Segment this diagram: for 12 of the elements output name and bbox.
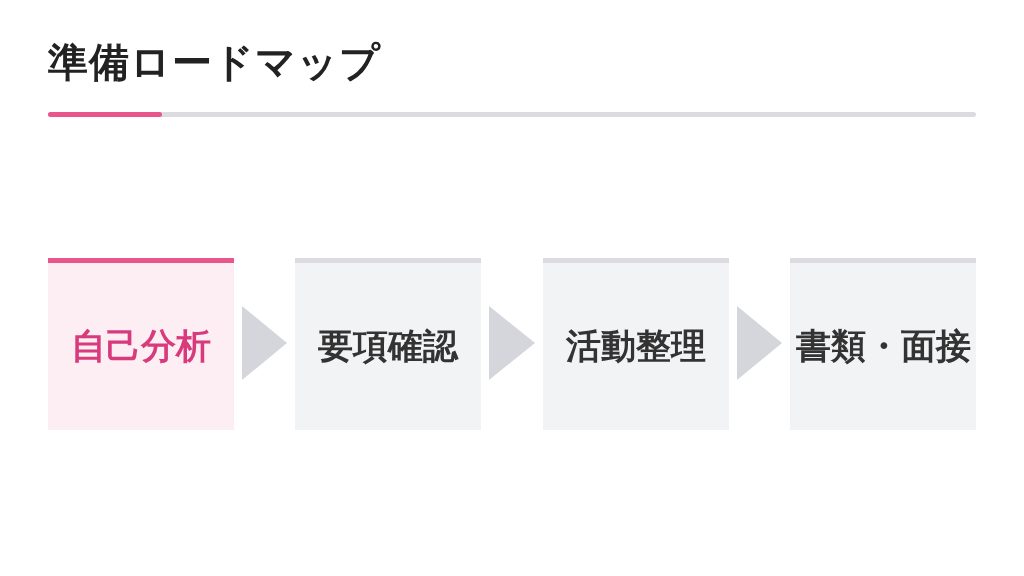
arrow xyxy=(242,306,287,380)
step-label: 活動整理 xyxy=(566,324,706,368)
step-box xyxy=(48,258,234,430)
step-label: 自己分析 xyxy=(71,324,211,368)
step-box xyxy=(790,258,976,430)
arrow xyxy=(737,306,782,380)
title: 準備ロードマップ xyxy=(48,38,381,87)
step-label: 書類・面接 xyxy=(795,324,971,368)
arrow xyxy=(489,306,535,380)
step-box xyxy=(295,258,481,430)
step-box xyxy=(543,258,729,430)
step-label: 要項確認 xyxy=(318,324,458,368)
